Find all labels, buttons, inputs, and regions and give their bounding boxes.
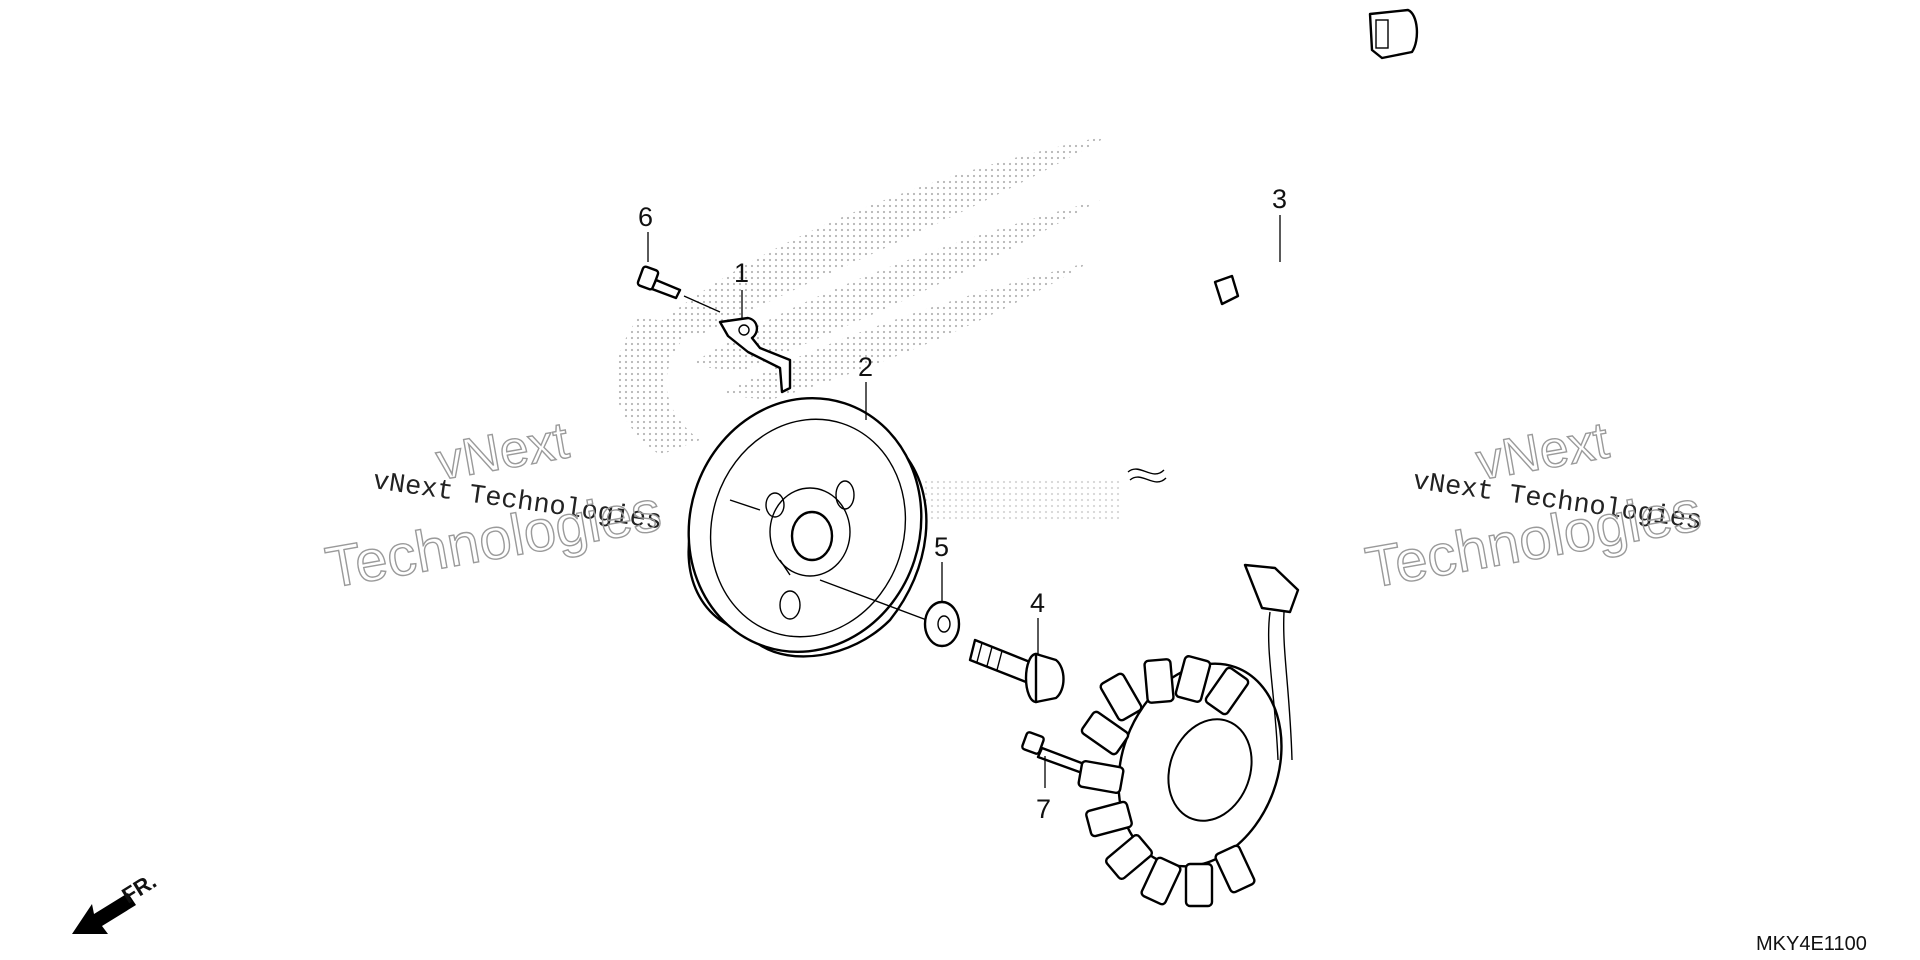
leader-lines [647,215,1281,788]
part-5-washer [923,600,961,648]
callout-1: 1 [734,258,749,288]
callout-5: 5 [934,532,949,562]
part-3-stator [1077,8,1419,908]
callout-4: 4 [1030,588,1045,618]
watermark-outline-line1: vNext [1472,412,1614,492]
callout-6: 6 [638,202,653,232]
front-arrow: FR. [72,868,161,934]
watermark-right: vNext Technologies vNext Technologies [1360,411,1706,602]
part-6-bolt [636,265,721,313]
callout-2: 2 [858,352,873,382]
watermark-left: vNext Technologies vNext Technologies [320,411,666,602]
part-1-bracket [718,316,792,394]
diagram-code: MKY4E1100 [1756,933,1867,955]
part-4-flange-bolt [968,638,1065,704]
callout-7: 7 [1036,794,1051,824]
watermark-outline-line1: vNext [432,412,574,492]
callout-3: 3 [1272,184,1287,214]
part-2-flywheel [687,396,941,658]
callouts: 6 1 2 3 4 5 7 [638,184,1287,824]
